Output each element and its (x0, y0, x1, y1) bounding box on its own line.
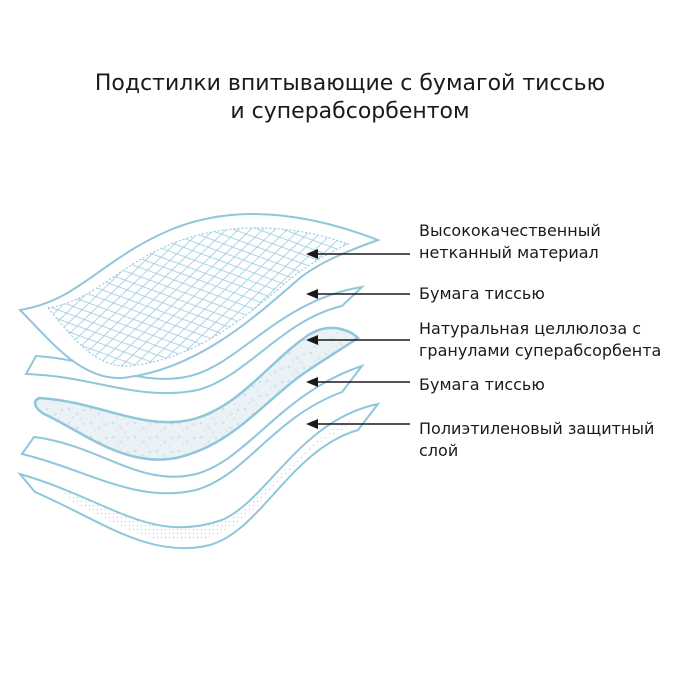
layer-nonwoven-mesh (46, 227, 350, 367)
label-line: Высококачественный (419, 221, 601, 240)
title-line-1: Подстилки впитывающие с бумагой тиссью (94, 71, 606, 96)
arrow-nonwoven (306, 249, 410, 259)
label-line: слой (419, 441, 459, 460)
layer-tissue-1 (24, 285, 366, 395)
label-line: гранулами суперабсорбента (419, 341, 662, 360)
label-cellulose: Натуральная целлюлоза с гранулами супера… (419, 318, 661, 362)
arrow-tissue-1 (306, 289, 410, 299)
label-line: Полиэтиленовый защитный (419, 419, 655, 438)
label-line: нетканный материал (419, 243, 599, 262)
label-tissue-1: Бумага тиссью (419, 283, 545, 305)
title-line-2: и суперабсорбентом (230, 99, 470, 124)
label-line: Натуральная целлюлоза с (419, 319, 642, 338)
label-line: Бумага тиссью (419, 284, 545, 303)
layer-cellulose (33, 326, 360, 461)
layer-tissue-2 (20, 364, 365, 495)
arrow-polyethylene (306, 419, 410, 429)
label-line: Бумага тиссью (419, 375, 545, 394)
label-nonwoven: Высококачественный нетканный материал (419, 220, 601, 264)
label-tissue-2: Бумага тиссью (419, 374, 545, 396)
label-polyethylene: Полиэтиленовый защитный слой (419, 418, 654, 462)
arrow-cellulose (306, 335, 410, 345)
diagram-title: Подстилки впитывающие с бумагой тиссью и… (0, 70, 700, 126)
arrow-tissue-2 (306, 377, 410, 387)
